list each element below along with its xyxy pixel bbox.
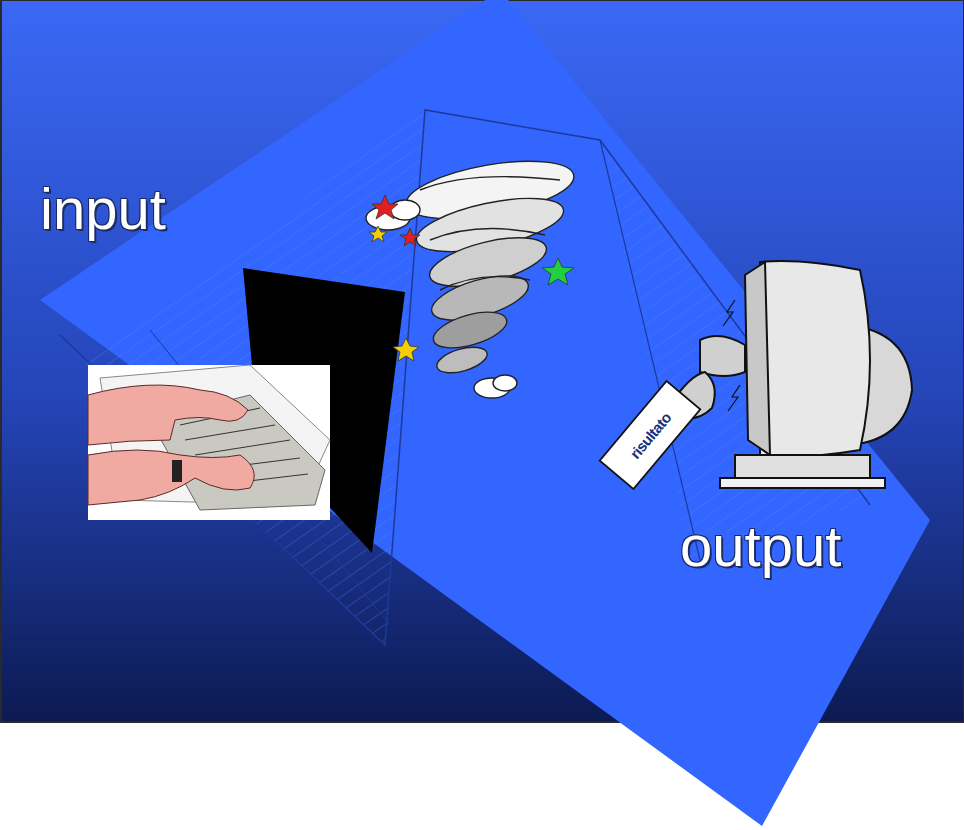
slide-word: output bbox=[680, 517, 841, 575]
fold-lines bbox=[60, 110, 870, 645]
fold-line bbox=[600, 140, 700, 560]
keyboard-hands bbox=[88, 365, 330, 520]
paper-folds bbox=[80, 110, 875, 645]
result-paper bbox=[600, 381, 701, 489]
slide-word: input bbox=[40, 180, 166, 238]
monitor bbox=[670, 261, 912, 488]
tornado bbox=[366, 151, 578, 398]
stars bbox=[369, 195, 574, 361]
tilted-sheet bbox=[40, 0, 930, 826]
